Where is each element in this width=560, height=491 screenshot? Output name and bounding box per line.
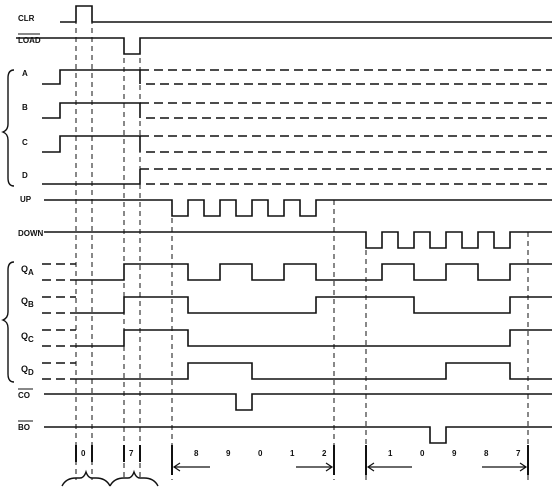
label-qa-sub: A: [28, 268, 34, 277]
waveform-qa: [76, 263, 552, 281]
waveform-bo: [44, 426, 552, 444]
label-co: CO: [18, 391, 30, 400]
load-brace: [109, 469, 159, 487]
waveform-a: [42, 69, 141, 85]
count-up-2: 9: [226, 449, 231, 458]
count-up-3: 0: [258, 449, 263, 458]
waveform-co: [44, 393, 552, 411]
label-bo: BO: [18, 423, 30, 432]
label-b: B: [22, 103, 28, 112]
label-qa-main: Q: [21, 264, 28, 274]
label-qb: QB: [21, 296, 34, 309]
label-qd-sub: D: [28, 368, 34, 377]
label-c: C: [22, 138, 28, 147]
label-d: D: [22, 171, 28, 180]
count-up-5: 2: [322, 449, 327, 458]
label-qc: QC: [21, 331, 34, 344]
arrowhead-left-icon: [172, 462, 181, 472]
label-up: UP: [20, 195, 32, 204]
label-qd: QD: [21, 364, 34, 377]
count-down-4: 8: [484, 449, 489, 458]
waveform-d: [42, 169, 141, 185]
count-down-1: 1: [388, 449, 393, 458]
waveform-b: [42, 102, 141, 119]
label-qa: QA: [21, 264, 34, 277]
label-a: A: [22, 69, 28, 78]
count-clear: 0: [81, 449, 86, 458]
arrowhead-left-icon: [366, 462, 375, 472]
waveform-qd: [76, 362, 552, 380]
waveform-qc: [76, 329, 552, 347]
waveform-clr: [60, 5, 552, 23]
waveform-up: [44, 199, 552, 217]
data-inputs-brace: [1, 69, 15, 187]
label-qc-sub: C: [28, 335, 34, 344]
waveform-c: [42, 135, 141, 153]
label-qb-sub: B: [28, 300, 34, 309]
label-load: LOAD: [18, 36, 41, 45]
label-qc-main: Q: [21, 331, 28, 341]
arrowhead-right-icon: [519, 462, 528, 472]
waveform-down: [44, 231, 552, 249]
count-down-3: 9: [452, 449, 457, 458]
count-load: 7: [129, 449, 134, 458]
label-qb-main: Q: [21, 296, 28, 306]
clear-brace: [61, 469, 111, 487]
count-down-5: 7: [516, 449, 521, 458]
arrowhead-right-icon: [325, 462, 334, 472]
outputs-brace: [1, 261, 15, 383]
waveform-load: [16, 37, 552, 55]
waveform-qb: [76, 296, 552, 314]
count-up-4: 1: [290, 449, 295, 458]
label-down: DOWN: [18, 229, 44, 238]
count-up-1: 8: [194, 449, 199, 458]
label-qd-main: Q: [21, 364, 28, 374]
count-down-2: 0: [420, 449, 425, 458]
label-clr: CLR: [18, 14, 35, 23]
